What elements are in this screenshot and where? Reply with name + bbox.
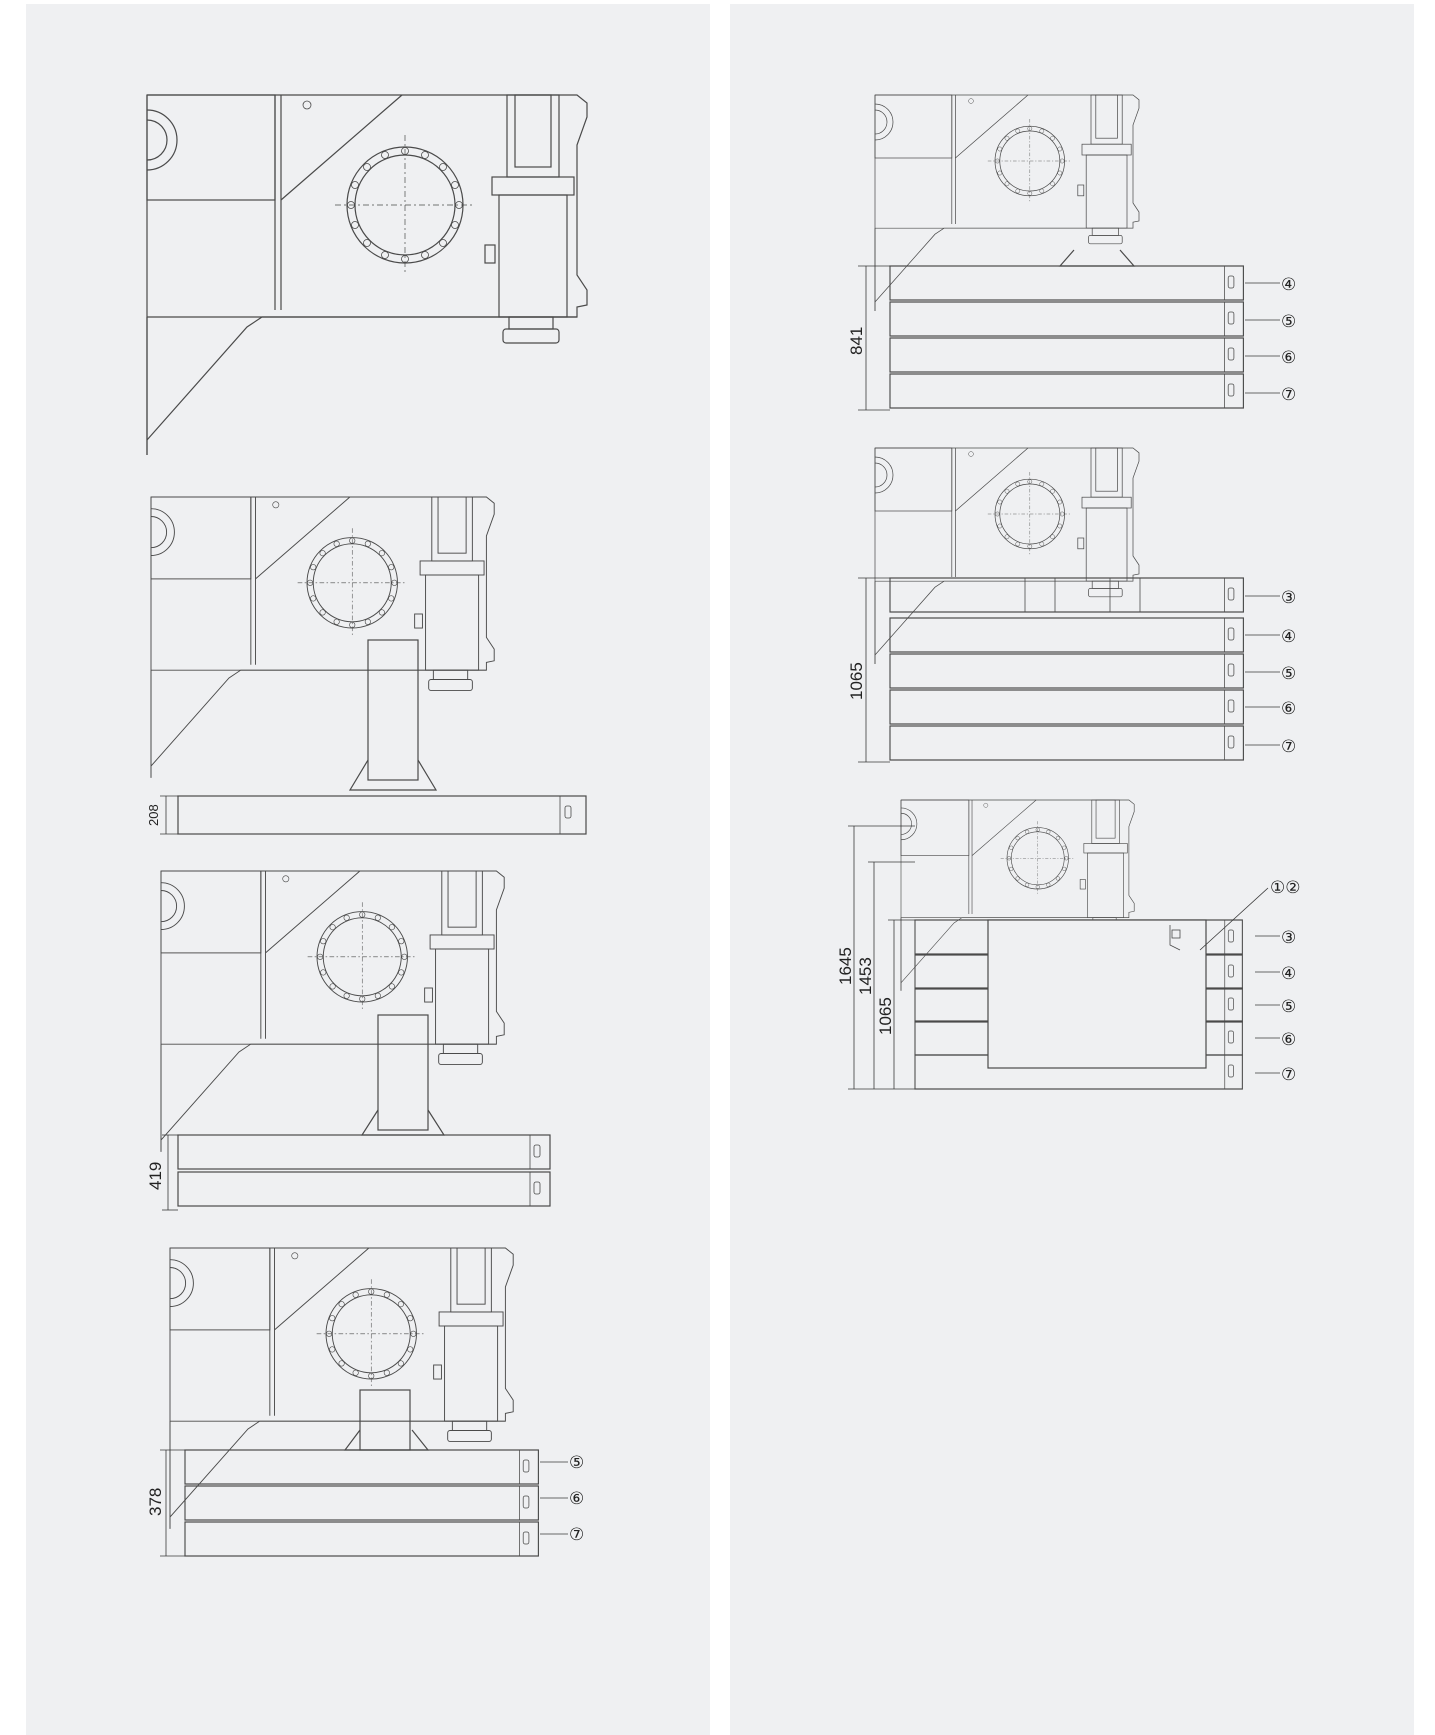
callout-4: ④ — [1281, 627, 1296, 647]
callout-7: ⑦ — [1281, 1065, 1296, 1085]
callout-4: ④ — [1281, 964, 1296, 984]
callout-5: ⑤ — [1281, 312, 1296, 332]
dimension-419: 419 — [146, 1162, 165, 1190]
callout-7: ⑦ — [1281, 385, 1296, 405]
dimension-1065: 1065 — [847, 662, 866, 700]
dimension-378: 378 — [146, 1488, 165, 1516]
fig-2-assembly: 208 — [146, 497, 587, 835]
callout-6: ⑥ — [569, 1489, 584, 1509]
callout-5: ⑤ — [569, 1453, 584, 1473]
dimension-1645: 1645 — [836, 947, 855, 985]
callout-6: ⑥ — [1281, 699, 1296, 719]
callout-6: ⑥ — [1281, 348, 1296, 368]
fig-7-assembly: ①② ③ ④ ⑤ ⑥ ⑦ 1645 1453 1065 — [836, 800, 1300, 1090]
dimension-841: 841 — [847, 327, 866, 355]
callout-5: ⑤ — [1281, 997, 1296, 1017]
fig-1-machine-head — [147, 95, 587, 455]
left-panel — [26, 4, 710, 1735]
callout-1-2: ①② — [1270, 878, 1300, 898]
right-panel — [730, 4, 1414, 1735]
callout-6: ⑥ — [1281, 1030, 1296, 1050]
dimension-1453: 1453 — [856, 957, 875, 995]
callout-3: ③ — [1281, 588, 1296, 608]
callout-3: ③ — [1281, 928, 1296, 948]
fig-4-assembly: ⑤ ⑥ ⑦ 378 — [146, 1248, 584, 1557]
dimension-1065: 1065 — [876, 997, 895, 1035]
callout-7: ⑦ — [1281, 737, 1296, 757]
fig-5-assembly: ④ ⑤ ⑥ ⑦ 841 — [847, 95, 1296, 411]
dimension-208: 208 — [146, 804, 161, 826]
fig-6-assembly: ③ ④ ⑤ ⑥ ⑦ 1065 — [847, 448, 1296, 763]
callout-7: ⑦ — [569, 1525, 584, 1545]
callout-4: ④ — [1281, 275, 1296, 295]
callout-5: ⑤ — [1281, 664, 1296, 684]
fig-3-assembly: 419 — [146, 871, 551, 1211]
